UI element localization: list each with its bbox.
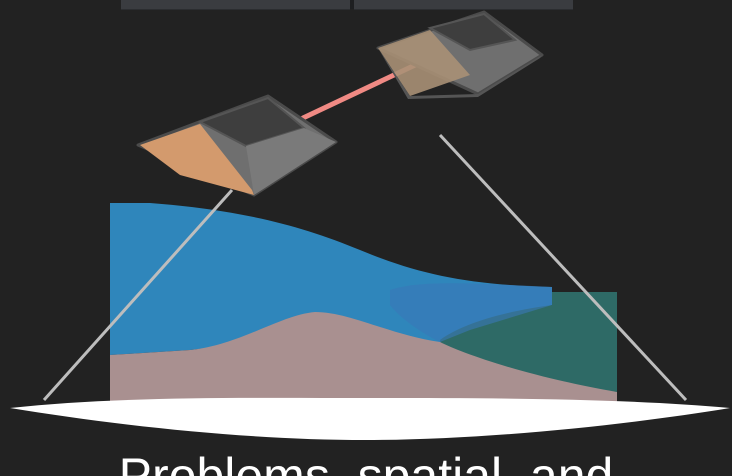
top-tab-right (354, 0, 573, 10)
top-tab-left (121, 0, 350, 10)
terrain-panel (110, 203, 617, 402)
water-shallow-region (390, 283, 552, 342)
coverage-line-left (42, 188, 234, 402)
top-tab-divider (350, 0, 354, 9)
caption-text: Problems, spatial, and (118, 448, 614, 476)
satellite-far (376, 10, 544, 99)
satellite-near (136, 94, 338, 197)
coverage-line-right (438, 133, 688, 402)
pink-land-region (110, 312, 617, 402)
ground-plane (10, 397, 730, 440)
